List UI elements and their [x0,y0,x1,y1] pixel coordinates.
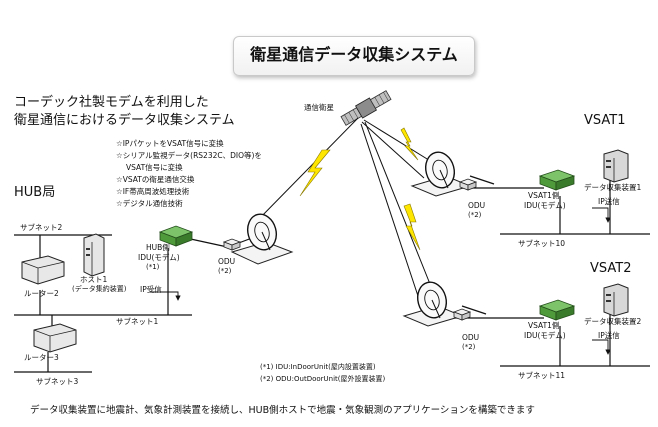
router3-label: ルーター3 [24,353,59,362]
hub-odu-label: ODU [218,257,236,266]
vsat2-link-ray-b [360,123,419,297]
router2-label: ルーター2 [24,289,59,298]
collector1-label: データ収集装置1 [584,183,642,192]
vsat2-odu-label: ODU [462,333,480,342]
vsat2-modem-icon [538,299,576,321]
note-idu: (*1) IDU:InDoorUnit(屋内設置装置) [260,363,376,371]
vsat1-odu-note: (*2) [468,211,482,219]
collector2-label: データ収集装置2 [584,317,642,326]
feature-item: ☆デジタル通信技術 [116,199,183,208]
subnet1-label: サブネット1 [116,317,159,326]
page-title: 衛星通信データ収集システム [250,45,458,64]
vsat2-ip-send-label: IP送信 [598,331,620,340]
ip-receive-label: IP受信 [140,285,162,294]
subnet11-label: サブネット11 [518,371,566,380]
vsat2-odu-icon [452,308,472,321]
title-banner: 衛星通信データ収集システム [233,36,475,76]
host-label: ホスト1 [80,275,108,284]
lightning-icons [299,127,421,251]
lightning-vsat2-icon [403,203,421,251]
collector-1-icon [603,149,629,183]
subnet3-label: サブネット3 [36,377,79,386]
hub-odu-icon [222,238,242,251]
vsat2-idu-sublabel: IDU(モデム) [524,331,566,340]
collector-2-icon [603,283,629,317]
vsat2-link-ray-a [364,121,431,285]
hub-link-ray [255,117,359,223]
hub-idu-label: HUB側 [146,243,170,252]
footer-caption: データ収集装置に地震計、気象計測装置を接続し、HUB側ホストで地震・気象観測のア… [30,405,535,416]
vsat2-odu-note: (*2) [462,343,476,351]
vsat2-network [432,305,650,367]
vsat1-network [440,175,650,235]
vsat1-link-ray-b [361,121,425,179]
satellite-links [255,117,433,297]
hub-idu-sublabel: IDU(モデム) [138,253,180,262]
vsat2-label: VSAT2 [590,261,632,276]
router-2-icon [21,255,65,285]
vsat1-idu-sublabel: IDU(モデム) [524,201,566,210]
hub-odu-note: (*2) [218,267,232,275]
subnet2-label: サブネット2 [20,223,63,232]
feature-item: ☆VSATの衛星通信交換 [116,175,195,184]
vsat1-dish-icon [410,151,472,197]
hub-modem-icon [158,225,194,247]
subnet10-label: サブネット10 [518,239,566,248]
hub-idu-note: (*1) [146,263,160,271]
feature-item: ☆IF帯高周波処理技術 [116,187,190,196]
vsat2-idu-label: VSAT1側 [528,321,560,330]
vsat2-dish-icon [402,281,464,327]
feature-item: ☆シリアル監視データ(RS232C、DIO等)を [116,151,262,160]
vsat1-ip-send-label: IP送信 [598,197,620,206]
vsat1-modem-icon [538,169,576,191]
vsat1-link-ray-a [363,119,433,163]
note-odu: (*2) ODU:OutDoorUnit(屋外設置装置) [260,375,386,383]
host-server-icon [83,233,105,277]
hub-dish-icon [230,213,294,265]
vsat1-label: VSAT1 [584,113,626,128]
heading-line-2: 衛星通信におけるデータ収集システム [14,113,235,128]
router-3-icon [33,323,77,353]
feature-item: ☆IPパケットをVSAT信号に変換 [116,139,224,148]
vsat1-odu-label: ODU [468,201,486,210]
host-sublabel: (データ集約装置) [72,285,127,293]
lightning-hub-icon [299,149,331,197]
vsat1-odu-icon [458,178,478,191]
satellite-label: 通信衛星 [304,103,334,112]
feature-item: VSAT信号に変換 [126,163,183,172]
vsat1-idu-label: VSAT1側 [528,191,560,200]
lightning-vsat1-icon [400,127,419,161]
hub-station-label: HUB局 [14,185,56,200]
satellite-icon [340,90,392,126]
heading-line-1: コーデック社製モデムを利用した [14,95,209,110]
